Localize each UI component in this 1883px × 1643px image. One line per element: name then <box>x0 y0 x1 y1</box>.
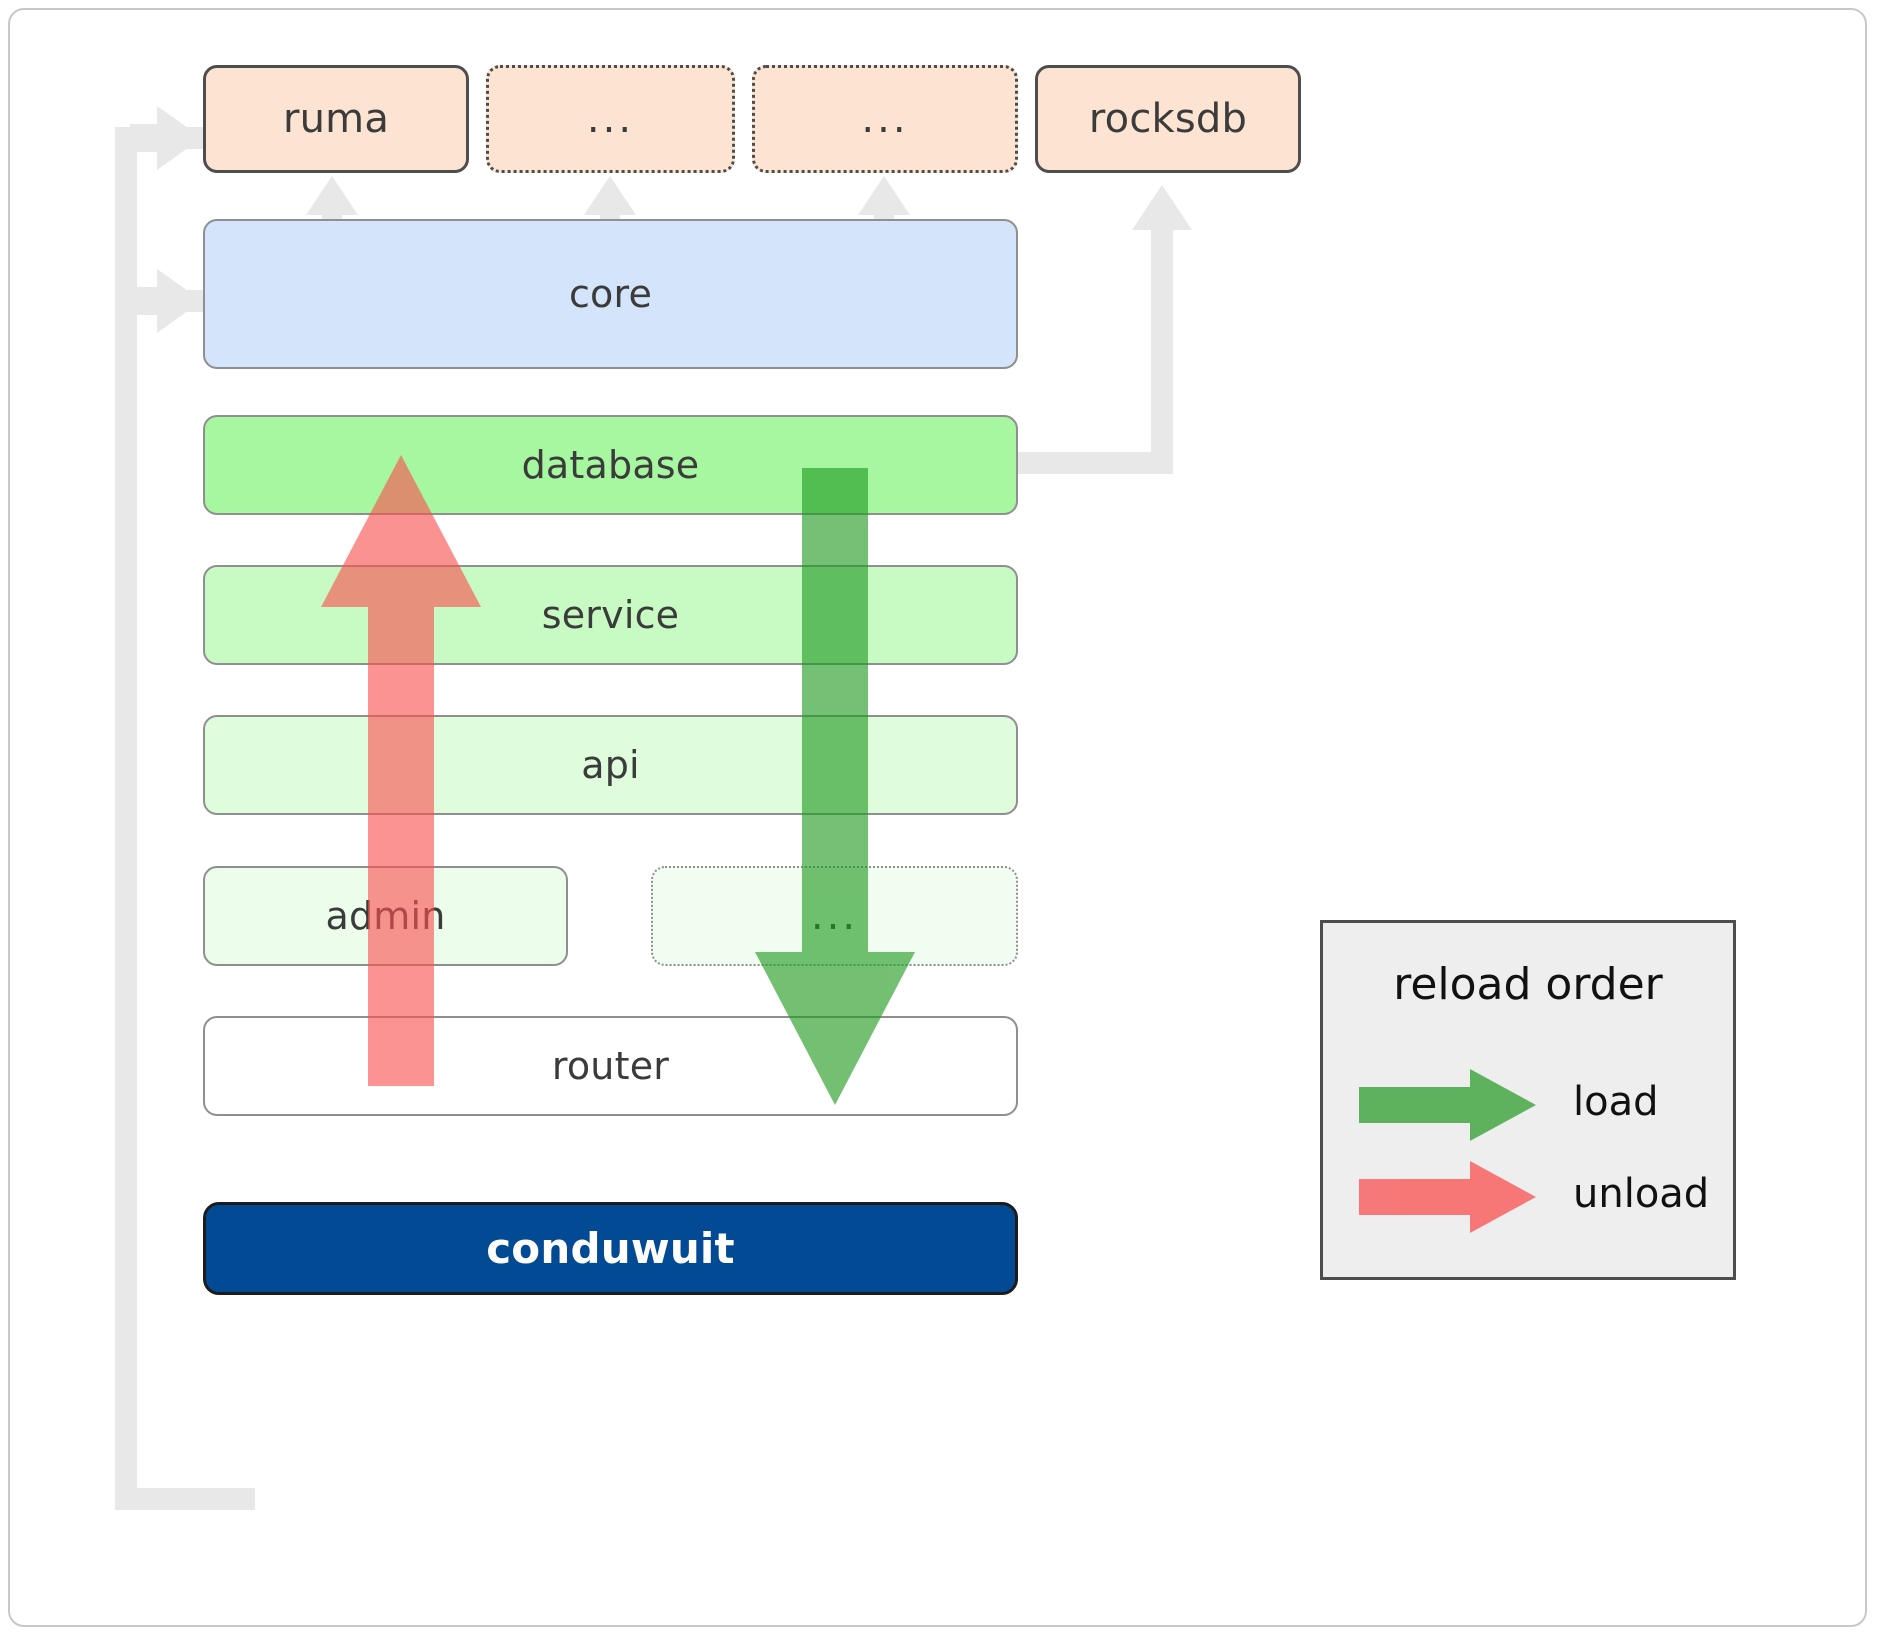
layer-box-placeholder[interactable]: ... <box>651 866 1018 966</box>
binary-label: conduwuit <box>486 1224 735 1273</box>
layer-label: admin <box>325 894 446 938</box>
dependency-box-ruma[interactable]: ruma <box>203 65 469 173</box>
legend-box: reload order load unload <box>1320 920 1736 1280</box>
layer-box-api[interactable]: api <box>203 715 1018 815</box>
layer-box-core[interactable]: core <box>203 219 1018 369</box>
legend-load-arrow-icon <box>1359 1069 1536 1141</box>
legend-arrows <box>1359 1069 1536 1233</box>
legend-unload-arrow-icon <box>1359 1161 1536 1233</box>
layer-box-database[interactable]: database <box>203 415 1018 515</box>
layer-label: core <box>568 272 653 316</box>
layer-box-admin[interactable]: admin <box>203 866 568 966</box>
dependency-label: ruma <box>282 96 390 142</box>
dependency-label: ... <box>586 96 635 142</box>
binary-box-conduwuit[interactable]: conduwuit <box>203 1202 1018 1295</box>
dependency-box-placeholder-1[interactable]: ... <box>486 65 735 173</box>
dependency-label: ... <box>861 96 909 142</box>
legend-title: reload order <box>1393 959 1663 1010</box>
layer-label: service <box>541 593 680 637</box>
layer-box-router[interactable]: router <box>203 1016 1018 1116</box>
layer-label: api <box>581 743 640 787</box>
legend-label-load: load <box>1573 1079 1659 1125</box>
layer-box-service[interactable]: service <box>203 565 1018 665</box>
layer-label: database <box>521 443 700 487</box>
layer-label: router <box>551 1044 670 1088</box>
dependency-box-placeholder-2[interactable]: ... <box>752 65 1018 173</box>
dependency-box-rocksdb[interactable]: rocksdb <box>1035 65 1301 173</box>
layer-label: ... <box>810 893 859 939</box>
dependency-label: rocksdb <box>1088 96 1248 142</box>
legend-label-unload: unload <box>1573 1171 1710 1217</box>
